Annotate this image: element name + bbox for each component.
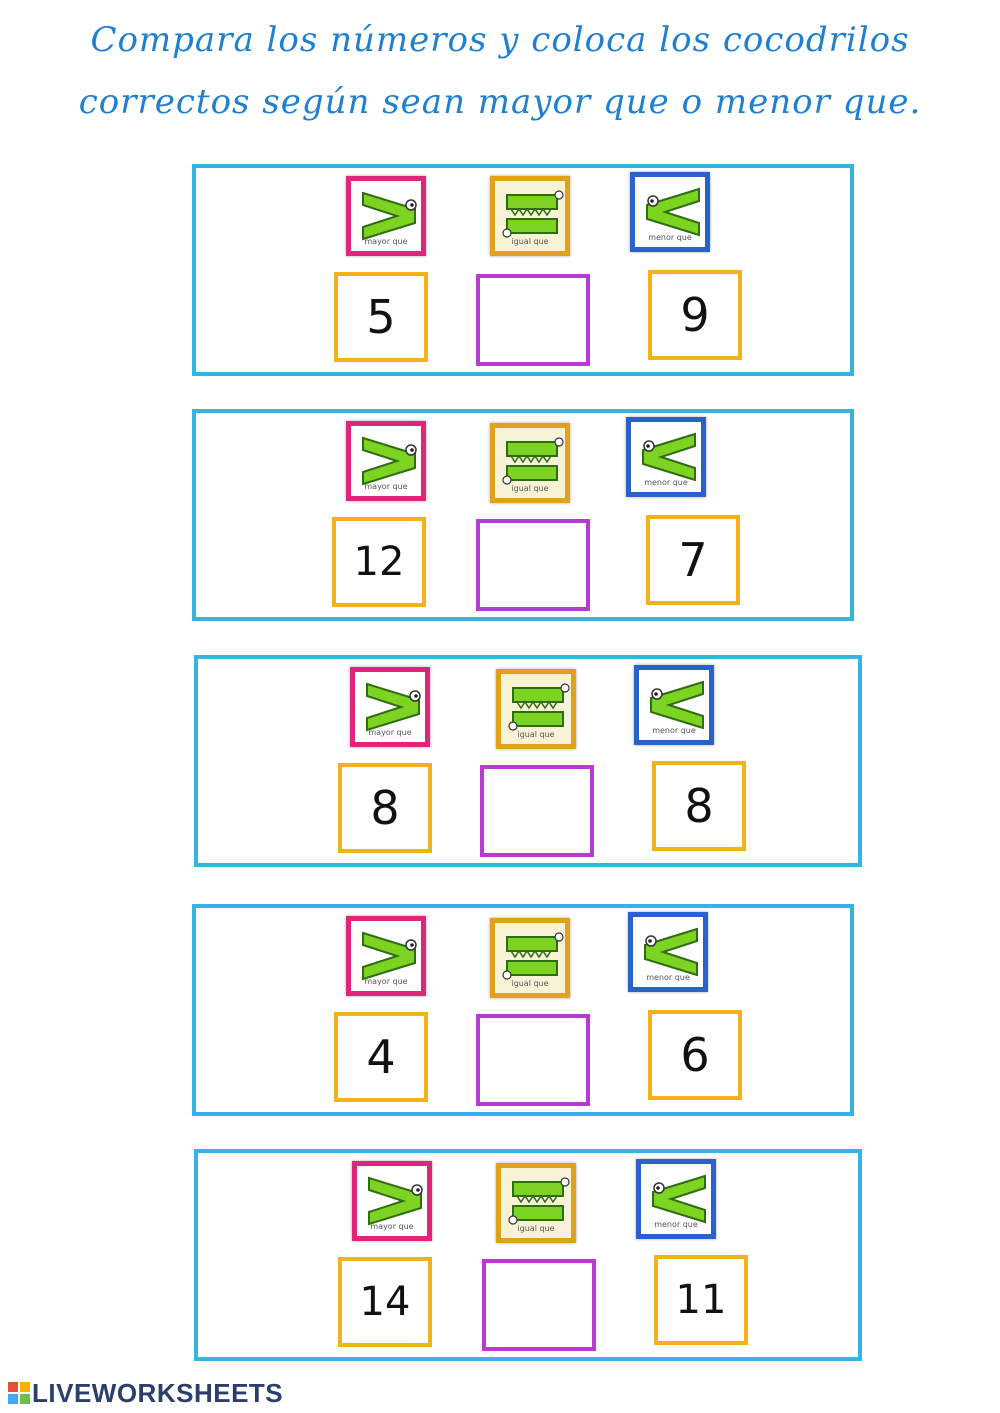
- left-number-box: 4: [334, 1012, 428, 1102]
- instruction-line-1: Compara los números y coloca los cocodri…: [90, 20, 910, 60]
- greater-caption: mayor que: [364, 977, 408, 986]
- equal-caption: igual que: [511, 979, 549, 988]
- liveworksheets-logo-icon: [8, 1382, 30, 1404]
- greater-than-card[interactable]: mayor que: [352, 1161, 432, 1241]
- equal-card[interactable]: igual que: [490, 918, 570, 998]
- greater-than-card[interactable]: mayor que: [350, 667, 430, 747]
- right-number-box: 7: [646, 515, 740, 605]
- less-than-card[interactable]: menor que: [626, 417, 706, 497]
- less-caption: menor que: [644, 478, 688, 487]
- liveworksheets-footer[interactable]: LIVEWORKSHEETS: [8, 1378, 283, 1408]
- equal-card[interactable]: igual que: [496, 1163, 576, 1243]
- equal-caption: igual que: [517, 1224, 555, 1233]
- answer-drop-zone[interactable]: [476, 519, 590, 611]
- equal-card[interactable]: igual que: [490, 176, 570, 256]
- less-than-card[interactable]: menor que: [630, 172, 710, 252]
- greater-caption: mayor que: [368, 728, 412, 737]
- crocodile-equal-icon: [502, 437, 564, 485]
- crocodile-greater-icon: [368, 1176, 423, 1226]
- comparison-row-4: mayor que igual que menor que 4 6: [192, 904, 854, 1116]
- equal-caption: igual que: [511, 484, 549, 493]
- less-than-card[interactable]: menor que: [628, 912, 708, 992]
- answer-drop-zone[interactable]: [476, 1014, 590, 1106]
- greater-caption: mayor que: [364, 237, 408, 246]
- crocodile-greater-icon: [362, 931, 417, 981]
- instruction-line-2: correctos según sean mayor que o menor q…: [78, 82, 922, 122]
- comparison-row-5: mayor que igual que menor que 14 11: [194, 1149, 862, 1361]
- less-than-card[interactable]: menor que: [634, 665, 714, 745]
- greater-than-card[interactable]: mayor que: [346, 421, 426, 501]
- answer-drop-zone[interactable]: [482, 1259, 596, 1351]
- greater-caption: mayor que: [370, 1222, 414, 1231]
- left-number-box: 5: [334, 272, 428, 362]
- less-caption: menor que: [648, 233, 692, 242]
- greater-caption: mayor que: [364, 482, 408, 491]
- equal-card[interactable]: igual que: [490, 423, 570, 503]
- right-number-box: 9: [648, 270, 742, 360]
- less-than-card[interactable]: menor que: [636, 1159, 716, 1239]
- crocodile-less-icon: [644, 927, 698, 977]
- answer-drop-zone[interactable]: [480, 765, 594, 857]
- crocodile-less-icon: [652, 1174, 706, 1224]
- left-number-box: 8: [338, 763, 432, 853]
- crocodile-greater-icon: [366, 682, 421, 732]
- comparison-row-3: mayor que igual que menor que 8 8: [194, 655, 862, 867]
- answer-drop-zone[interactable]: [476, 274, 590, 366]
- equal-card[interactable]: igual que: [496, 669, 576, 749]
- crocodile-equal-icon: [502, 932, 564, 980]
- equal-caption: igual que: [511, 237, 549, 246]
- greater-than-card[interactable]: mayor que: [346, 916, 426, 996]
- less-caption: menor que: [646, 973, 690, 982]
- comparison-row-2: mayor que igual que menor que 12 7: [192, 409, 854, 621]
- less-caption: menor que: [652, 726, 696, 735]
- crocodile-greater-icon: [362, 191, 417, 241]
- right-number-box: 8: [652, 761, 746, 851]
- equal-caption: igual que: [517, 730, 555, 739]
- crocodile-less-icon: [646, 187, 700, 237]
- comparison-row-1: mayor que igual que menor que 5 9: [192, 164, 854, 376]
- left-number-box: 12: [332, 517, 426, 607]
- crocodile-less-icon: [642, 432, 696, 482]
- left-number-box: 14: [338, 1257, 432, 1347]
- crocodile-equal-icon: [508, 683, 570, 731]
- greater-than-card[interactable]: mayor que: [346, 176, 426, 256]
- right-number-box: 11: [654, 1255, 748, 1345]
- crocodile-equal-icon: [508, 1177, 570, 1225]
- crocodile-greater-icon: [362, 436, 417, 486]
- less-caption: menor que: [654, 1220, 698, 1229]
- crocodile-less-icon: [650, 680, 704, 730]
- crocodile-equal-icon: [502, 190, 564, 238]
- right-number-box: 6: [648, 1010, 742, 1100]
- footer-brand: LIVEWORKSHEETS: [32, 1377, 284, 1408]
